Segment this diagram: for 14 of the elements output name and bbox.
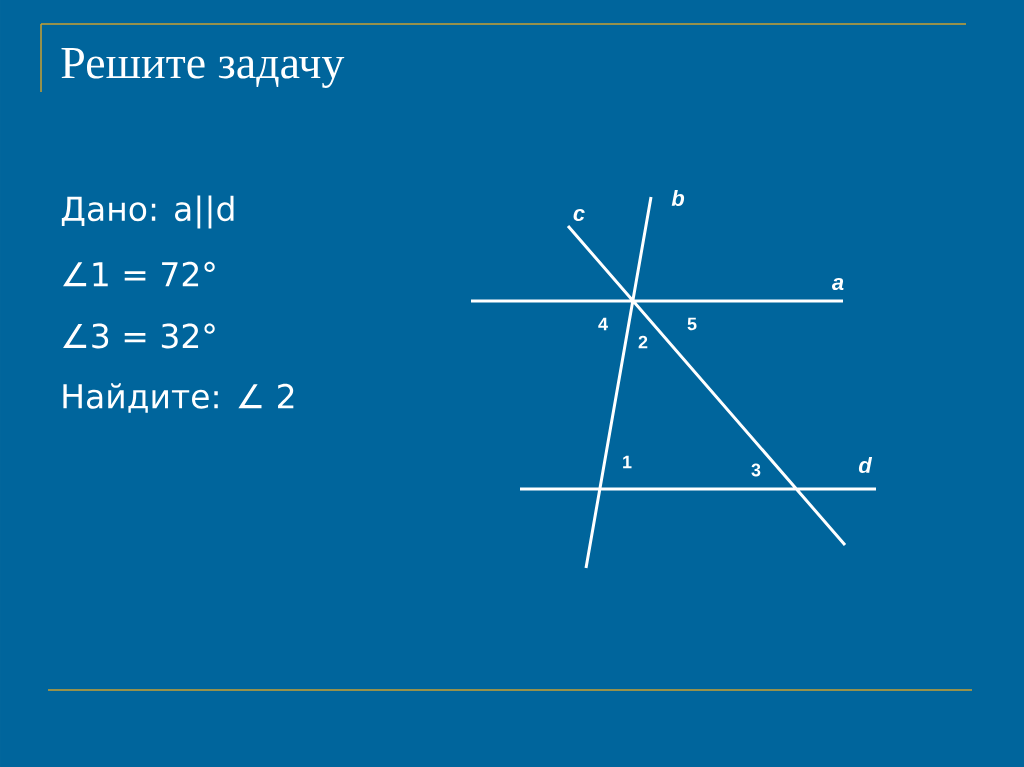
line-label: d bbox=[858, 456, 873, 474]
line-label: c bbox=[573, 208, 585, 222]
given-text: ∠1 = 72° bbox=[63, 261, 215, 287]
angle-number: 1 bbox=[623, 455, 632, 469]
angle-number: 2 bbox=[638, 335, 648, 349]
line-label: b bbox=[671, 189, 685, 207]
angle-number: 3 bbox=[751, 463, 761, 477]
slide-title: Решите задачу bbox=[61, 48, 345, 88]
given-text: Найдите: ∠ 2 bbox=[63, 383, 294, 413]
given-text: ∠3 = 32° bbox=[63, 323, 215, 349]
line-label: a bbox=[832, 277, 844, 291]
angle-number: 5 bbox=[687, 317, 697, 331]
angle-number: 4 bbox=[598, 317, 608, 331]
given-text: Дано: a||d bbox=[61, 195, 234, 229]
